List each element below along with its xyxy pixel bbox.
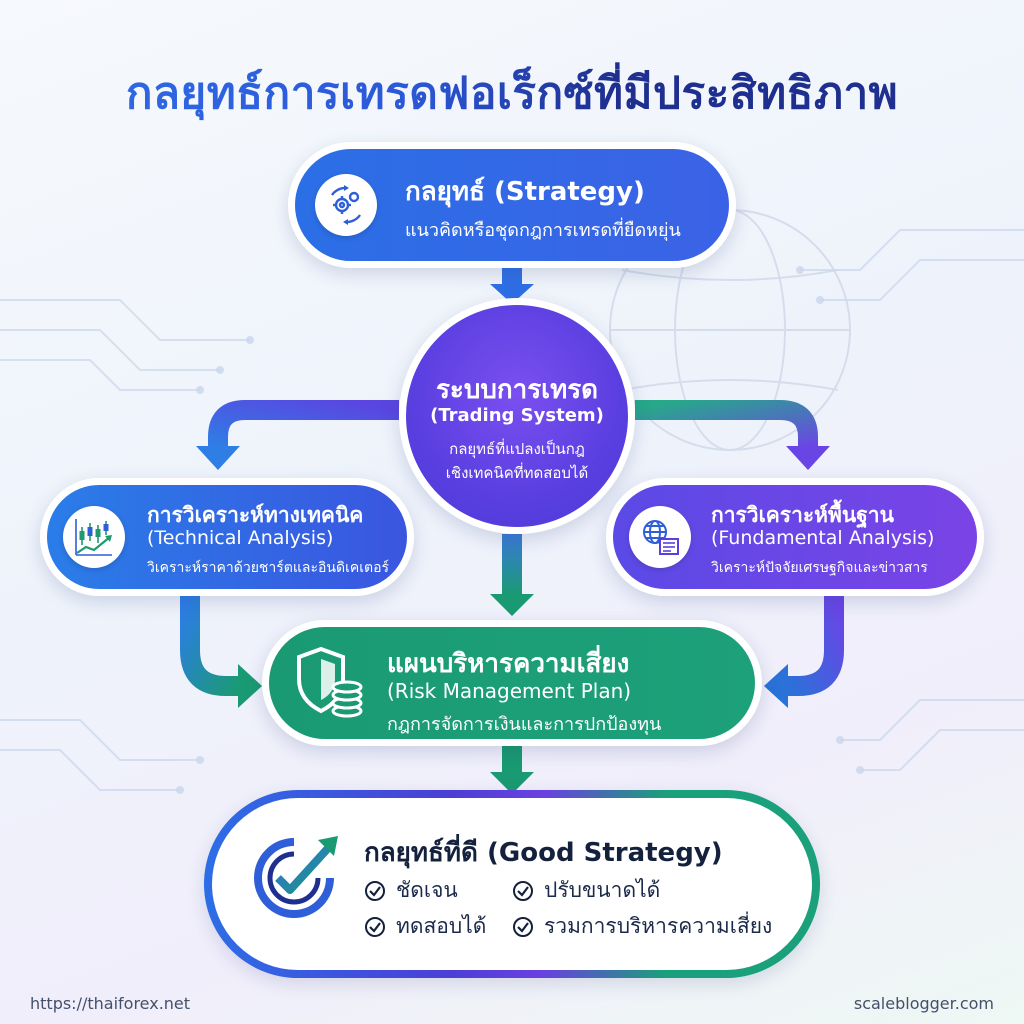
risk-subtitle: กฎการจัดการเงินและการปกป้องทุน bbox=[387, 714, 662, 735]
strategy-node: กลยุทธ์ (Strategy) แนวคิดหรือชุดกฎการเทร… bbox=[288, 142, 736, 268]
risk-title-en: (Risk Management Plan) bbox=[387, 679, 632, 703]
good-item-label: ชัดเจน bbox=[396, 878, 458, 902]
strategy-subtitle: แนวคิดหรือชุดกฎการเทรดที่ยืดหยุ่น bbox=[405, 220, 681, 241]
check-circle-icon bbox=[365, 880, 385, 901]
trading-system-title-th: ระบบการเทรด bbox=[435, 375, 599, 405]
strategy-title: กลยุทธ์ (Strategy) bbox=[405, 177, 645, 207]
fundamental-analysis-node: การวิเคราะห์พื้นฐาน (Fundamental Analysi… bbox=[606, 478, 984, 596]
fundamental-title-th: การวิเคราะห์พื้นฐาน bbox=[711, 503, 894, 527]
risk-management-node: แผนบริหารความเสี่ยง (Risk Management Pla… bbox=[262, 620, 762, 746]
trading-system-title-en: (Trading System) bbox=[430, 405, 604, 426]
good-item-testable: ทดสอบได้ bbox=[364, 910, 486, 943]
technical-title-en: (Technical Analysis) bbox=[147, 527, 334, 549]
check-growth-icon bbox=[248, 832, 340, 924]
technical-analysis-node: การวิเคราะห์ทางเทคนิค (Technical Analysi… bbox=[40, 478, 414, 596]
technical-title-th: การวิเคราะห์ทางเทคนิค bbox=[147, 503, 364, 527]
check-circle-icon bbox=[513, 880, 533, 901]
technical-subtitle: วิเคราะห์ราคาด้วยชาร์ตและอินดิเคเตอร์ bbox=[147, 560, 390, 576]
footer-right-url[interactable]: scaleblogger.com bbox=[853, 994, 994, 1013]
globe-news-icon bbox=[629, 506, 691, 568]
check-circle-icon bbox=[513, 916, 533, 937]
fundamental-title-en: (Fundamental Analysis) bbox=[711, 527, 935, 549]
trading-system-desc-2: เชิงเทคนิคที่ทดสอบได้ bbox=[445, 464, 589, 482]
good-item-label: ปรับขนาดได้ bbox=[544, 878, 661, 902]
good-item-clear: ชัดเจน bbox=[364, 874, 458, 907]
good-strategy-node: กลยุทธ์ที่ดี (Good Strategy) ชัดเจน ปรับ… bbox=[204, 790, 820, 978]
trading-system-node: ระบบการเทรด (Trading System) กลยุทธ์ที่แ… bbox=[399, 298, 635, 534]
check-circle-icon bbox=[365, 916, 385, 937]
risk-title-th: แผนบริหารความเสี่ยง bbox=[387, 649, 630, 679]
footer-left-url[interactable]: https://thaiforex.net bbox=[30, 994, 191, 1013]
trading-system-desc-1: กลยุทธ์ที่แปลงเป็นกฎ bbox=[449, 440, 585, 458]
candlestick-chart-icon bbox=[63, 506, 125, 568]
good-item-label: ทดสอบได้ bbox=[396, 914, 487, 938]
good-strategy-title: กลยุทธ์ที่ดี (Good Strategy) bbox=[364, 838, 723, 868]
gears-cycle-icon bbox=[315, 174, 377, 236]
good-item-label: รวมการบริหารความเสี่ยง bbox=[544, 914, 773, 938]
good-item-risk: รวมการบริหารความเสี่ยง bbox=[512, 910, 772, 943]
good-item-scalable: ปรับขนาดได้ bbox=[512, 874, 660, 907]
fundamental-subtitle: วิเคราะห์ปัจจัยเศรษฐกิจและข่าวสาร bbox=[711, 560, 928, 576]
page-title: กลยุทธ์การเทรดฟอเร็กซ์ที่มีประสิทธิภาพ bbox=[0, 58, 1024, 128]
shield-coins-icon bbox=[293, 645, 369, 723]
